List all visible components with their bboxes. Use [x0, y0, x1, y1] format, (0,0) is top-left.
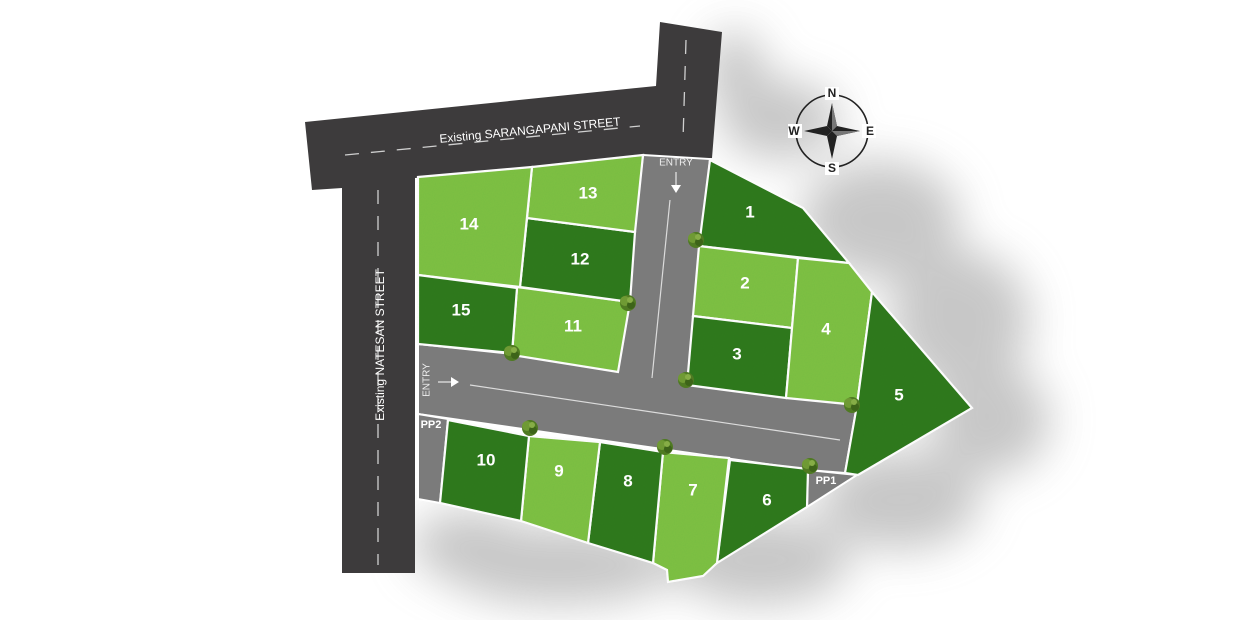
plot-label-pp1: PP1 — [816, 475, 837, 487]
tree-icon — [620, 295, 636, 311]
plot-number: 1 — [745, 202, 754, 221]
plot-8[interactable]: 8 — [586, 440, 665, 565]
plot-number: 14 — [460, 214, 479, 233]
plot-shape — [586, 440, 665, 565]
plot-shape — [438, 418, 531, 523]
plot-13[interactable]: 13 — [525, 153, 645, 234]
plot-number: 6 — [762, 490, 771, 509]
tree-icon — [678, 372, 694, 388]
compass-n: N — [828, 86, 837, 100]
road-centerlines — [469, 199, 841, 441]
plot-number: 12 — [571, 249, 590, 268]
tree-icon — [844, 397, 860, 413]
plot-5[interactable]: 5 — [843, 289, 974, 477]
tree-icon — [657, 439, 673, 455]
plot-shape — [651, 450, 731, 584]
plot-number: 2 — [740, 273, 749, 292]
entry-label-west: ENTRY — [422, 363, 433, 397]
entry-arrow-west-icon — [438, 377, 459, 387]
entry-label-north: ENTRY — [659, 158, 693, 169]
plot-number: 4 — [821, 319, 831, 338]
plot-number: 11 — [564, 316, 582, 335]
plot-2[interactable]: 2 — [691, 244, 800, 330]
plot-number: 9 — [554, 461, 563, 480]
plot-7[interactable]: 7 — [651, 450, 731, 584]
plot-shape — [416, 165, 534, 289]
entry-arrow-north-icon — [671, 172, 681, 193]
street-dashes — [344, 39, 687, 565]
tree-icon — [802, 458, 818, 474]
tree-icon — [522, 420, 538, 436]
plot-10[interactable]: 10 — [438, 418, 531, 523]
trees-layer — [504, 232, 860, 474]
compass-e: E — [866, 124, 874, 138]
plot-number: 7 — [688, 480, 697, 499]
tree-icon — [688, 232, 704, 248]
plot-shape — [843, 289, 974, 477]
plot-3[interactable]: 3 — [685, 314, 794, 400]
plot-number: 5 — [894, 385, 903, 404]
compass-w: W — [788, 124, 800, 138]
plot-label-pp2: PP2 — [421, 419, 442, 431]
plot-number: 3 — [732, 344, 741, 363]
compass-s: S — [828, 161, 836, 175]
plot-number: 15 — [452, 300, 471, 319]
natesan-street-label: Existing NATESAN STREET — [373, 268, 387, 420]
plot-15[interactable]: 15 — [416, 273, 519, 355]
tree-icon — [504, 345, 520, 361]
compass-rose-icon: N S E W — [788, 86, 876, 175]
plot-14[interactable]: 14 — [416, 165, 534, 289]
plot-number: 8 — [623, 471, 632, 490]
plot-number: 10 — [477, 450, 496, 469]
plot-number: 13 — [579, 183, 598, 202]
